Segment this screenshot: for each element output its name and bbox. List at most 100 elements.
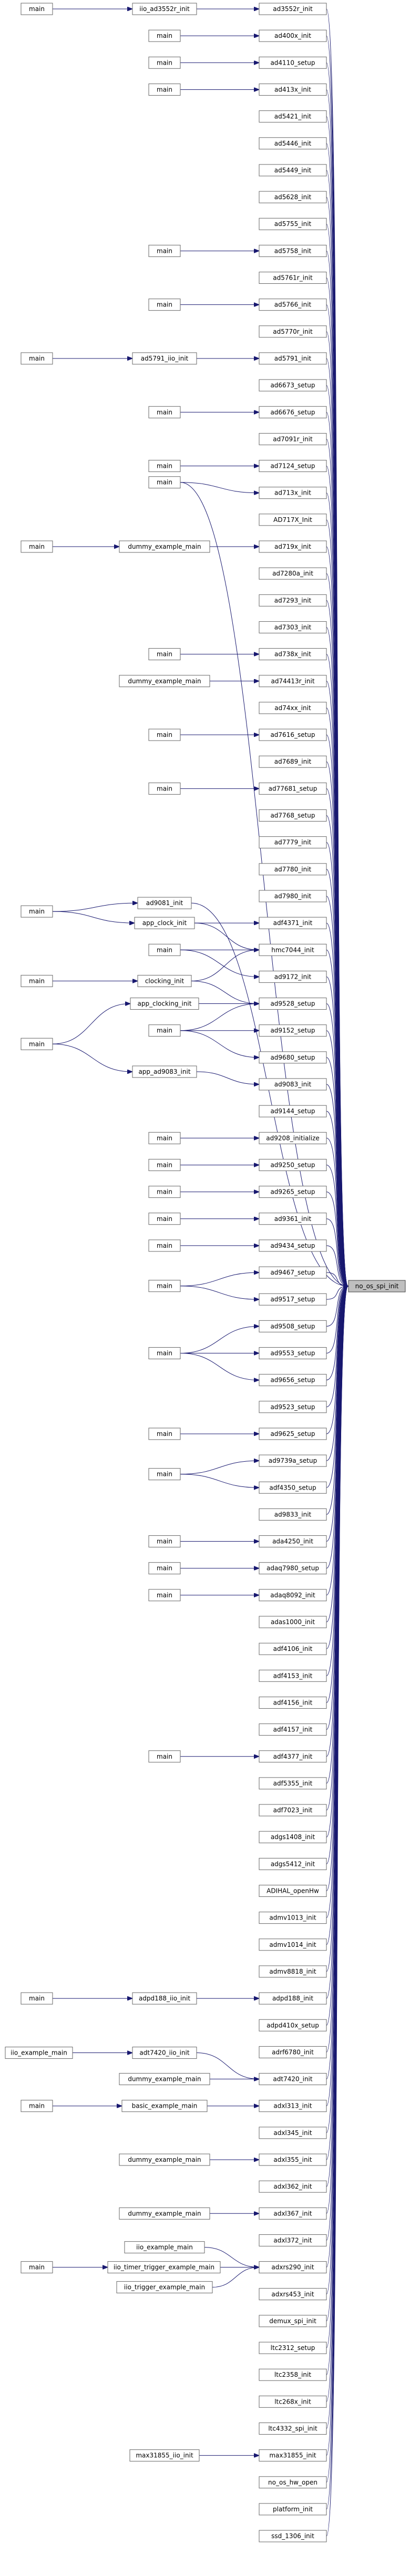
function-node[interactable]: main [148,83,181,96]
function-node[interactable]: ad7124_setup [259,460,327,473]
function-node[interactable]: adrf6780_init [259,2046,327,2058]
function-node[interactable]: adf4377_init [259,1750,327,1763]
function-node[interactable]: dummy_example_main [119,2207,210,2220]
function-node[interactable]: ad6673_setup [259,379,327,392]
function-node[interactable]: adpd188_init [259,1992,327,2005]
function-node[interactable]: adaq8092_init [259,1589,327,1602]
function-node[interactable]: adpd188_iio_init [132,1992,197,2005]
function-node[interactable]: ad7980_init [259,890,327,902]
function-node[interactable]: ltc4332_spi_init [259,2423,327,2435]
function-node[interactable]: adf5355_init [259,1777,327,1790]
function-node[interactable]: ad9528_setup [259,998,327,1010]
function-node[interactable]: main [148,782,181,795]
function-node[interactable]: main [148,1468,181,1481]
function-node[interactable]: ad3552r_init [259,3,327,15]
function-node[interactable]: ad9517_setup [259,1293,327,1306]
function-node[interactable]: ltc2312_setup [259,2342,327,2354]
function-node[interactable]: main [148,943,181,956]
function-node[interactable]: ad7293_init [259,594,327,607]
function-node[interactable]: ltc268x_init [259,2395,327,2408]
function-node[interactable]: ad9208_initialize [259,1132,327,1144]
function-node[interactable]: ad9250_setup [259,1158,327,1171]
function-node[interactable]: adxrs453_init [259,2288,327,2301]
function-node[interactable]: main [148,1239,181,1252]
function-node[interactable]: ad9656_setup [259,1374,327,1387]
function-node[interactable]: ad9144_setup [259,1105,327,1117]
function-node[interactable]: adxrs290_init [259,2261,327,2274]
function-node[interactable]: ad713x_init [259,487,327,499]
function-node[interactable]: ad4110_setup [259,56,327,69]
function-node[interactable]: AD717X_Init [259,514,327,526]
function-node[interactable]: ad738x_init [259,648,327,661]
function-node[interactable]: ad413x_init [259,83,327,96]
function-node[interactable]: ad5758_init [259,244,327,257]
function-node[interactable]: adas1000_init [259,1616,327,1628]
function-node[interactable]: adf4157_init [259,1723,327,1736]
function-node[interactable]: ad5421_init [259,110,327,123]
function-node[interactable]: ad5449_init [259,164,327,177]
function-node[interactable]: iio_example_main [5,2047,73,2059]
function-node[interactable]: ltc2358_init [259,2368,327,2381]
function-node[interactable]: main [20,352,53,365]
function-node[interactable]: main [148,1024,181,1037]
function-node[interactable]: ad7280a_init [259,567,327,580]
function-node[interactable]: dummy_example_main [119,540,210,553]
function-node[interactable]: main [148,1750,181,1763]
function-node[interactable]: main [148,1562,181,1575]
function-node[interactable]: ssd_1306_init [259,2530,327,2542]
function-node[interactable]: ad7303_init [259,621,327,633]
function-node[interactable]: main [20,1038,53,1050]
function-node[interactable]: main [148,1213,181,1225]
function-node[interactable]: ad77681_setup [259,782,327,795]
function-node[interactable]: main [148,1589,181,1602]
function-node[interactable]: adxl345_init [259,2127,327,2139]
function-node[interactable]: no_os_hw_open [259,2476,327,2489]
function-node[interactable]: iio_trigger_example_main [116,2281,213,2294]
function-node[interactable]: ad719x_init [259,540,327,553]
function-node[interactable]: ad9467_setup [259,1266,327,1279]
function-node[interactable]: app_clock_init [134,917,195,929]
function-node[interactable]: ad7616_setup [259,728,327,741]
function-node[interactable]: adt7420_init [259,2073,327,2086]
function-node[interactable]: iio_timer_trigger_example_main [107,2261,221,2274]
function-node[interactable]: main [148,728,181,741]
function-node[interactable]: main [148,1186,181,1198]
function-node[interactable]: main [20,974,53,987]
function-node[interactable]: main [148,1132,181,1144]
function-node[interactable]: adgs5412_init [259,1857,327,1870]
function-node[interactable]: main [148,406,181,418]
function-node[interactable]: main [20,540,53,553]
function-node[interactable]: ad5755_init [259,218,327,230]
function-node[interactable]: ad5761r_init [259,272,327,284]
function-node[interactable]: dummy_example_main [119,2073,210,2086]
function-node[interactable]: ADIHAL_openHw [259,1885,327,1897]
function-node[interactable]: main [148,244,181,257]
function-node[interactable]: iio_example_main [124,2241,205,2254]
function-node[interactable]: app_ad9083_init [132,1065,197,1078]
function-node[interactable]: adf4350_setup [259,1481,327,1494]
function-node[interactable]: adf7023_init [259,1804,327,1816]
function-node[interactable]: ad7779_init [259,836,327,849]
function-node[interactable]: ad9152_setup [259,1024,327,1037]
function-node[interactable]: main [148,648,181,661]
function-node[interactable]: adxl355_init [259,2153,327,2166]
function-node[interactable]: admv8818_init [259,1965,327,1978]
function-node[interactable]: adxl367_init [259,2207,327,2220]
function-node[interactable]: adf4156_init [259,1696,327,1709]
function-node[interactable]: main [148,1535,181,1548]
function-node[interactable]: ad9361_init [259,1213,327,1225]
function-node[interactable]: main [20,3,53,15]
function-node[interactable]: app_clocking_init [130,998,199,1010]
function-node[interactable]: ad9265_setup [259,1186,327,1198]
function-node[interactable]: ad9625_setup [259,1428,327,1440]
function-node[interactable]: main [148,299,181,311]
function-node[interactable]: max31855_iio_init [129,2449,200,2462]
function-node[interactable]: ad400x_init [259,29,327,42]
function-node[interactable]: ad9434_setup [259,1239,327,1252]
function-node[interactable]: ada4250_init [259,1535,327,1548]
function-node[interactable]: main [148,460,181,473]
function-node[interactable]: main [148,56,181,69]
function-node[interactable]: main [148,1347,181,1359]
function-node[interactable]: adxl372_init [259,2234,327,2246]
function-node[interactable]: ad7780_init [259,863,327,876]
